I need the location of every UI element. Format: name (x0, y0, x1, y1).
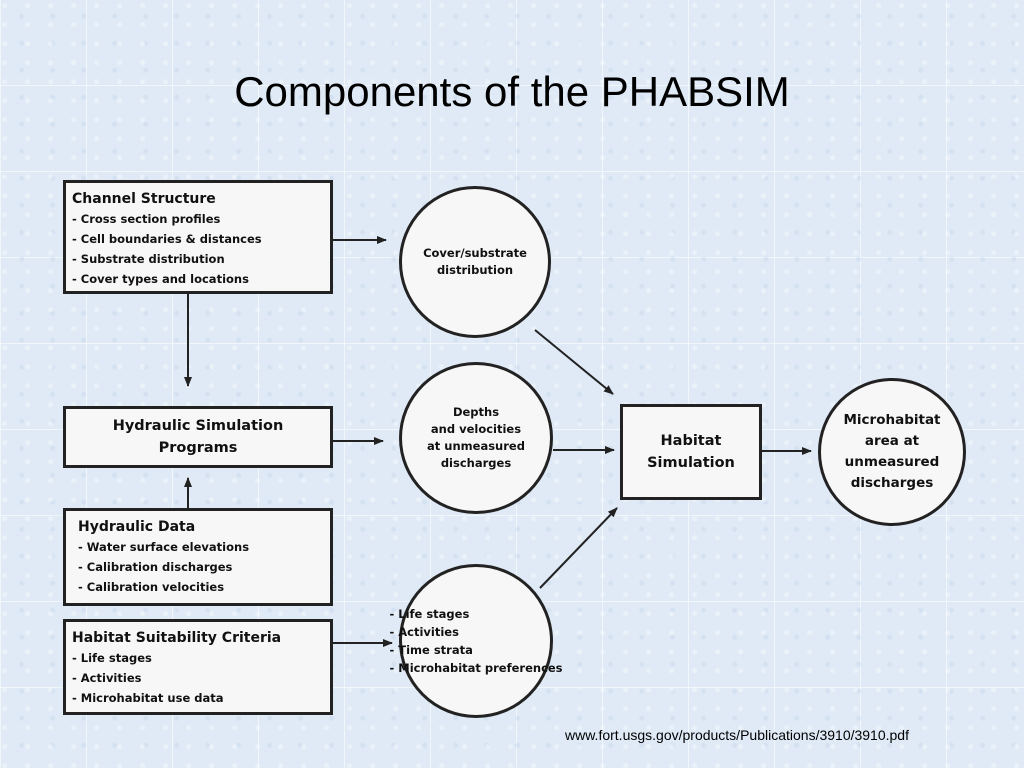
life-stages-item: Time strata (389, 641, 562, 659)
hydraulic-simulation-box: Hydraulic Simulation Programs (63, 406, 333, 468)
depths-velocities-line: and velocities (430, 422, 522, 436)
habitat-suitability-item: Activities (72, 668, 330, 688)
arrow-cover-to-habitat (534, 329, 614, 395)
depths-velocities-line: at unmeasured (427, 439, 525, 453)
life-stages-item: Life stages (389, 605, 562, 623)
habitat-simulation-line: Habitat (660, 433, 722, 449)
microhabitat-area-line: Microhabitat (843, 412, 941, 428)
channel-structure-item: Cover types and locations (72, 269, 330, 289)
life-stages-item: Microhabitat preferences (389, 659, 562, 677)
channel-structure-item: Substrate distribution (72, 249, 330, 269)
microhabitat-area-circle: Microhabitat area at unmeasured discharg… (818, 378, 966, 526)
habitat-simulation-line: Simulation (647, 455, 735, 471)
source-citation: www.fort.usgs.gov/products/Publications/… (565, 727, 909, 743)
microhabitat-area-line: area at (864, 433, 920, 449)
slide-title: Components of the PHABSIM (234, 68, 790, 115)
depths-velocities-line: discharges (440, 456, 512, 470)
channel-structure-box: Channel Structure Cross section profiles… (63, 180, 333, 294)
hydraulic-data-item: Calibration discharges (78, 557, 330, 577)
depths-velocities-line: Depths (452, 405, 500, 419)
cover-substrate-line: Cover/substrate (423, 246, 527, 260)
hydraulic-data-heading: Hydraulic Data (78, 519, 196, 535)
life-stages-item: Activities (389, 623, 562, 641)
microhabitat-area-line: unmeasured (844, 454, 940, 470)
channel-structure-heading: Channel Structure (72, 191, 216, 207)
hydraulic-data-item: Calibration velocities (78, 577, 330, 597)
cover-substrate-circle: Cover/substrate distribution (399, 186, 551, 338)
hydraulic-data-box: Hydraulic Data Water surface elevations … (63, 508, 333, 606)
channel-structure-item: Cross section profiles (72, 209, 330, 229)
hydraulic-simulation-line: Hydraulic Simulation (112, 418, 284, 434)
channel-structure-item: Cell boundaries & distances (72, 229, 330, 249)
microhabitat-area-line: discharges (850, 475, 934, 491)
life-stages-circle: Life stages Activities Time strata Micro… (398, 564, 563, 718)
habitat-suitability-heading: Habitat Suitability Criteria (72, 630, 282, 646)
arrow-life-stages-to-habitat (539, 507, 618, 589)
depths-velocities-circle: Depths and velocities at unmeasured disc… (399, 362, 553, 514)
habitat-suitability-item: Microhabitat use data (72, 688, 330, 708)
hydraulic-data-item: Water surface elevations (78, 537, 330, 557)
habitat-suitability-item: Life stages (72, 648, 330, 668)
habitat-suitability-box: Habitat Suitability Criteria Life stages… (63, 619, 333, 715)
cover-substrate-line: distribution (436, 263, 514, 277)
habitat-simulation-box: Habitat Simulation (620, 404, 762, 500)
hydraulic-simulation-line: Programs (158, 440, 238, 456)
